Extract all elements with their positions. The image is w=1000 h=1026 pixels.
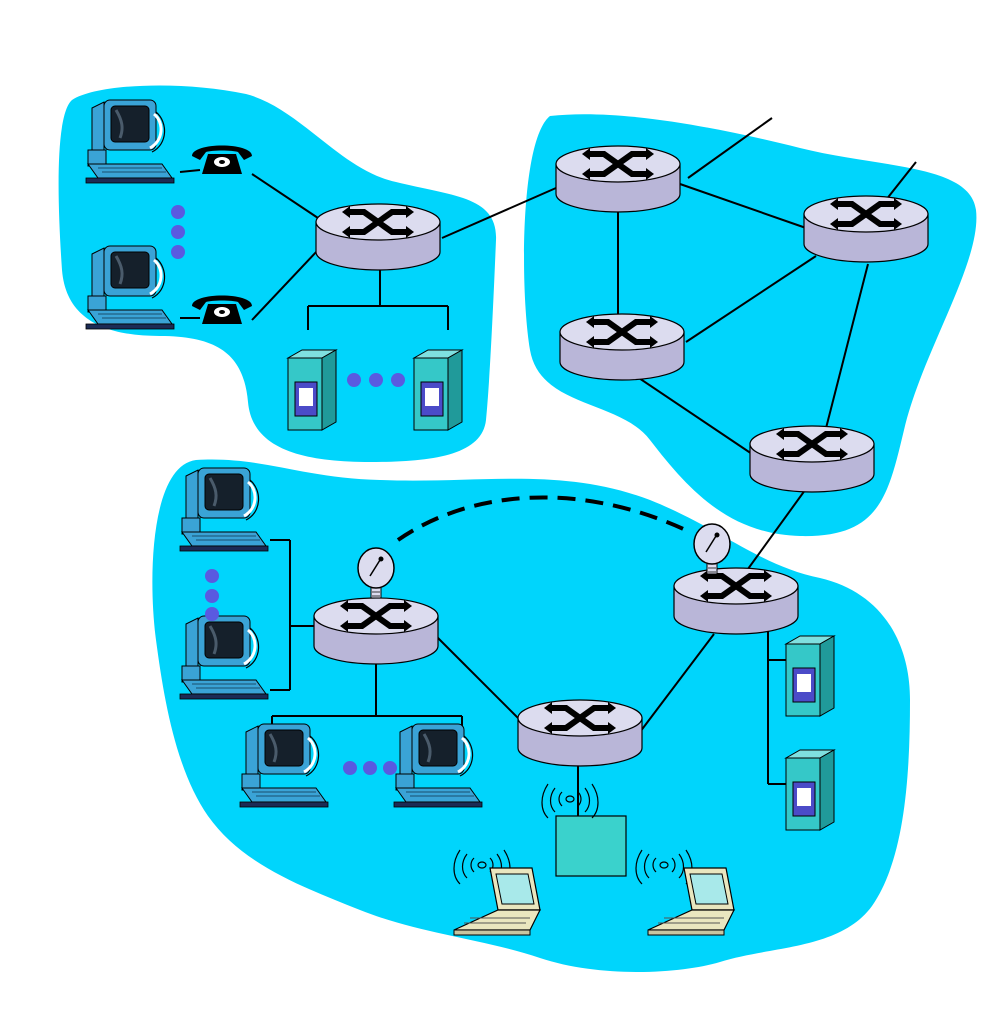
router-core-right[interactable] [804,196,928,262]
router-institution-right[interactable] [674,568,798,634]
router-home-edge[interactable] [316,204,440,270]
server-icon[interactable] [287,349,337,431]
network-links [179,117,917,816]
router-core-middle[interactable] [560,314,684,380]
server-icon[interactable] [785,635,835,717]
ellipsis-dots-icon [171,205,185,259]
wireless-access-point-icon[interactable] [555,815,627,877]
router-institution-left[interactable] [314,598,438,664]
wireless-access-point[interactable] [555,815,627,877]
server-icon[interactable] [413,349,463,431]
router-core-top[interactable] [556,146,680,212]
ellipsis-dots-icon [205,569,219,621]
ellipsis-dots-icon [343,761,397,775]
router-core-bottom[interactable] [750,426,874,492]
ellipsis-dots-icon [347,373,405,387]
server-icon[interactable] [785,749,835,831]
router-institution-center[interactable] [518,700,642,766]
